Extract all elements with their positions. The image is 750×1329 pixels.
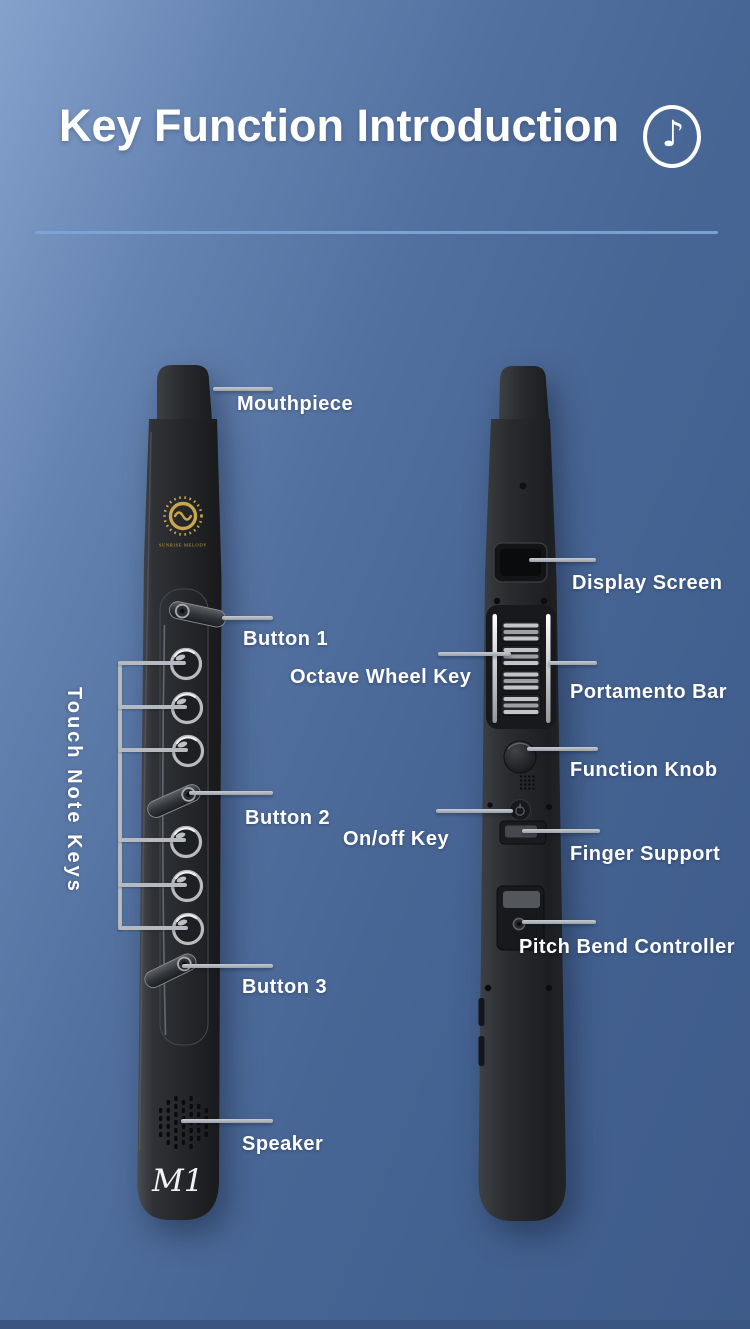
leader-portamento-bar [548, 661, 597, 665]
side-dot [546, 804, 552, 810]
footer-bar [0, 1320, 750, 1329]
side-port [478, 1036, 485, 1066]
touch-keys-bracket-stub [118, 705, 187, 709]
pitch-bend-part [496, 885, 545, 951]
label-function-knob: Function Knob [570, 759, 718, 781]
side-dot [487, 802, 493, 808]
mic-holes [519, 775, 535, 790]
music-note-glyph: ♪ [661, 114, 685, 155]
label-button2: Button 2 [245, 807, 331, 829]
brand-text: SUNRISE MELODY [159, 543, 207, 548]
leader-display-screen [529, 558, 596, 562]
side-port [478, 998, 485, 1026]
screw [540, 597, 548, 605]
leader-function-knob [527, 747, 598, 751]
leader-button3 [182, 964, 273, 968]
leader-button2 [189, 791, 273, 795]
touch-keys-bracket-vertical [118, 661, 122, 930]
leader-octave-wheel-key [438, 652, 511, 656]
left-rail [492, 614, 497, 723]
label-portamento-bar: Portamento Bar [570, 681, 728, 703]
touch-keys-bracket-stub [118, 661, 186, 665]
label-button3: Button 3 [242, 976, 328, 998]
page-title: Key Function Introduction [59, 100, 619, 151]
octave-panel [486, 605, 556, 729]
screw [545, 984, 553, 992]
speaker-grille [159, 1096, 208, 1149]
label-onoff-key: On/off Key [343, 828, 450, 850]
leader-button1 [222, 616, 273, 620]
side-mouthpiece-part [499, 366, 549, 421]
header-divider [35, 231, 718, 234]
label-mouthpiece: Mouthpiece [237, 393, 354, 415]
leader-speaker [181, 1119, 273, 1123]
portamento-bar-part [546, 614, 551, 723]
model-text: M1 [151, 1163, 203, 1199]
label-finger-support: Finger Support [570, 843, 721, 865]
label-button1: Button 1 [243, 628, 329, 650]
octave-wheel-keys-part [500, 620, 542, 716]
label-pitch-bend-controller: Pitch Bend Controller [519, 936, 736, 958]
touch-keys-bracket-stub [118, 748, 188, 752]
touch-keys-bracket-stub [118, 838, 186, 842]
display-screen-part [493, 542, 548, 583]
leader-onoff-key [436, 809, 513, 813]
button-2-lever [147, 784, 201, 818]
leader-finger-support [522, 829, 600, 833]
front-body-edge-highlight [138, 431, 152, 1151]
button-1-lever [168, 601, 226, 628]
touch-keys-bracket-stub [118, 883, 187, 887]
music-note-icon: ♪ [643, 105, 701, 168]
instrument-side-view [478, 366, 567, 1221]
touch-keys-bracket-stub [118, 926, 188, 930]
function-knob-part [503, 740, 537, 774]
front-mouthpiece-part [157, 365, 212, 421]
screw [493, 597, 501, 605]
label-touch-note-keys: Touch Note Keys [63, 687, 85, 894]
label-display-screen: Display Screen [572, 572, 723, 594]
label-octave-wheel-key: Octave Wheel Key [290, 666, 472, 688]
label-speaker: Speaker [242, 1133, 324, 1155]
leader-mouthpiece [213, 387, 273, 391]
leader-pitch-bend [522, 920, 596, 924]
brand-logo: SUNRISE MELODY [159, 496, 207, 548]
screw [484, 984, 492, 992]
instrument-front-view: SUNRISE MELODY M1 [137, 365, 226, 1220]
breath-hole [519, 482, 527, 490]
